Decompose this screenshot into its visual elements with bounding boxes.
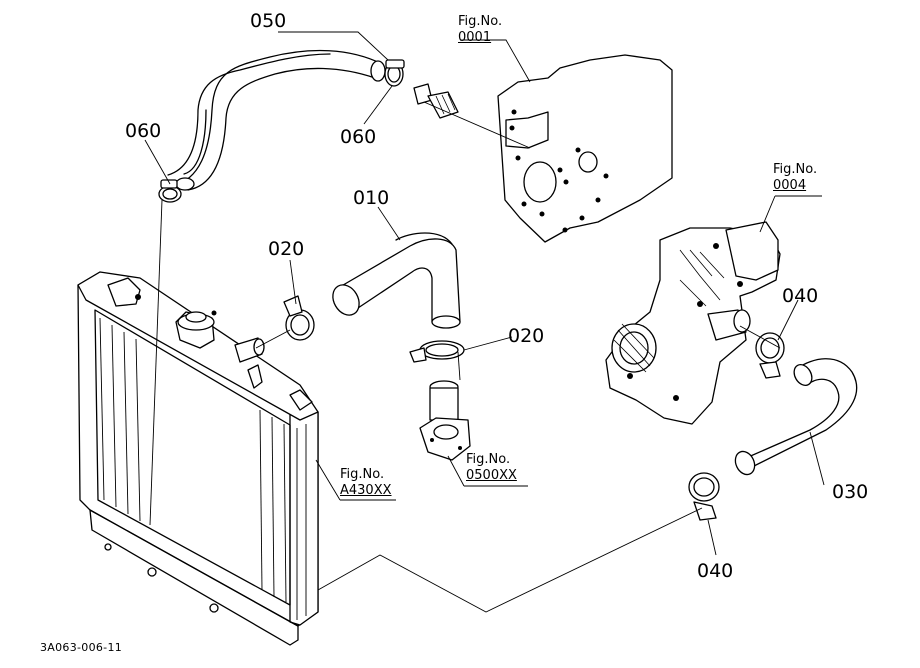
figure-ref-caption: Fig.No.	[340, 467, 385, 482]
assembly-lines	[149, 101, 781, 613]
hose-030	[734, 358, 858, 476]
thermostat-housing-drawing	[419, 380, 471, 461]
figure-ref-number: 0004	[773, 177, 807, 193]
clamp-020-right	[409, 340, 465, 363]
label-part-030: 030	[832, 481, 869, 503]
hose-fitting	[413, 83, 459, 119]
water-pump-drawing	[605, 221, 781, 425]
figure-ref-0500xx[interactable]: Fig.No. 0500XX	[466, 452, 517, 483]
label-part-040-bottom: 040	[697, 560, 734, 582]
label-part-060-left: 060	[125, 120, 162, 142]
figure-ref-caption: Fig.No.	[458, 14, 503, 29]
figure-ref-number: A430XX	[340, 482, 392, 498]
label-part-010: 010	[353, 187, 390, 209]
label-part-050: 050	[250, 10, 287, 32]
label-part-020-right: 020	[508, 325, 545, 347]
figure-ref-caption: Fig.No.	[773, 162, 818, 177]
engine-plate-drawing	[497, 54, 673, 243]
figure-ref-number: 0001	[458, 29, 492, 45]
figure-ref-0001[interactable]: Fig.No. 0001	[458, 14, 502, 45]
label-part-060-right: 060	[340, 126, 377, 148]
figure-ref-0004[interactable]: Fig.No. 0004	[773, 162, 817, 193]
figure-ref-number: 0500XX	[466, 467, 517, 483]
figure-ref-caption: Fig.No.	[466, 452, 511, 467]
radiator-drawing	[77, 271, 319, 646]
clamp-060-left	[158, 179, 182, 203]
drawing-code: 3A063-006-11	[40, 641, 123, 654]
hose-050	[167, 49, 386, 191]
label-part-020-left: 020	[268, 238, 305, 260]
label-part-040-top: 040	[782, 285, 819, 307]
figure-ref-a430xx[interactable]: Fig.No. A430XX	[340, 467, 392, 498]
clamp-040-top	[755, 332, 785, 379]
leader-lines	[144, 31, 825, 556]
clamp-060-right	[384, 59, 405, 87]
hose-010	[332, 232, 461, 329]
clamp-040-bottom	[688, 472, 720, 521]
clamp-020-left	[283, 295, 315, 341]
